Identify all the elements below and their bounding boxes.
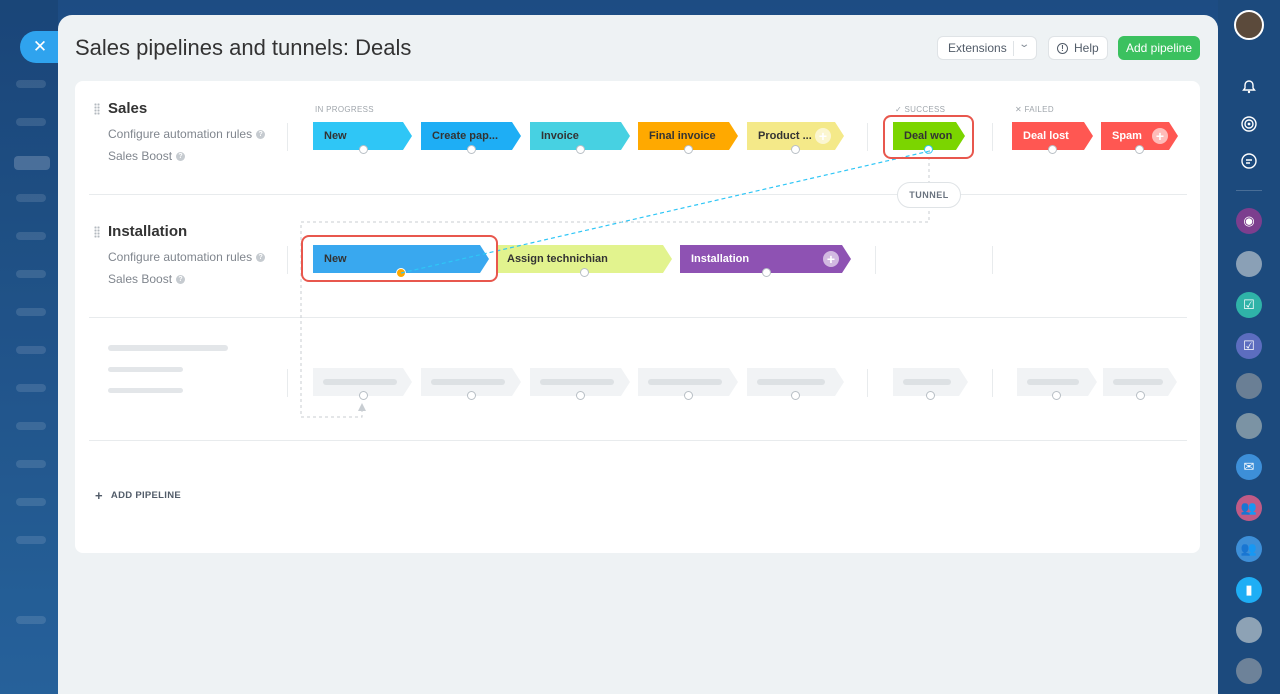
connection-dot[interactable] [359,145,368,154]
help-icon[interactable]: ? [176,151,186,161]
extensions-button[interactable]: Extensions ⌄ [937,36,1037,60]
cross-icon: ✕ [1015,105,1025,114]
group-icon[interactable]: 👥 [1236,495,1262,521]
chevron-down-icon: ⌄ [1018,39,1031,50]
add-stage-icon[interactable]: + [1152,128,1168,144]
row-divider [89,440,1187,441]
row-divider [89,317,1187,318]
help-button[interactable]: ! Help [1048,36,1108,60]
help-icon[interactable]: ? [256,252,266,262]
task-icon[interactable]: ☑ [1236,292,1262,318]
configure-automation-link[interactable]: Configure automation rules? [108,127,266,141]
fingerprint-icon[interactable]: ◉ [1236,208,1262,234]
help-icon[interactable]: ? [256,129,266,139]
background-left-menu [0,0,58,694]
connection-dot[interactable] [580,268,589,277]
group-icon[interactable]: 👥 [1236,536,1262,562]
connection-dot[interactable] [1135,145,1144,154]
drag-handle-icon[interactable] [94,103,100,115]
user-avatar[interactable] [1234,10,1264,40]
connection-dot[interactable] [467,145,476,154]
add-stage-icon[interactable]: + [815,128,831,144]
failed-group-label: ✕ FAILED [1015,105,1054,114]
drag-handle-icon[interactable] [94,226,100,238]
highlight-new-installation [301,235,498,282]
configure-automation-link[interactable]: Configure automation rules? [108,250,266,264]
connection-dot[interactable] [576,145,585,154]
plus-icon: + [95,488,103,503]
page-title: Sales pipelines and tunnels: Deals [75,35,412,60]
add-pipeline-header-button[interactable]: Add pipeline [1118,36,1200,60]
contact-avatar[interactable] [1236,617,1262,643]
success-group-label: ✓ SUCCESS [895,105,946,114]
pipelines-card: IN PROGRESS ✓ SUCCESS ✕ FAILED Sales Con… [75,81,1200,553]
pulse-icon[interactable] [1236,111,1262,137]
add-pipeline-link[interactable]: + ADD PIPELINE [95,488,182,503]
contact-avatar[interactable] [1236,251,1262,277]
row-divider [89,194,1187,195]
sales-boost-link[interactable]: Sales Boost? [108,149,186,163]
check-icon: ✓ [895,105,905,114]
tunnel-badge[interactable]: TUNNEL [897,182,961,208]
add-pipeline-label: Add pipeline [1125,41,1193,55]
connection-dot[interactable] [684,145,693,154]
close-slider-button[interactable]: ✕ [20,31,60,63]
help-label: Help [1074,41,1099,55]
chat-icon[interactable] [1236,148,1262,174]
bell-icon[interactable] [1236,74,1262,100]
arrow-up-icon [358,403,366,411]
stage-invoice[interactable]: Invoice [530,122,630,150]
sales-boost-link[interactable]: Sales Boost? [108,272,186,286]
help-icon[interactable]: ? [176,274,186,284]
pipelines-slider-panel: Sales pipelines and tunnels: Deals Exten… [58,15,1218,694]
mail-icon[interactable]: ✉ [1236,454,1262,480]
checklist-icon[interactable]: ☑ [1236,333,1262,359]
right-sidebar: ◉ ☑ ☑ ✉ 👥 👥 ▮ [1218,0,1280,694]
connection-dot[interactable] [762,268,771,277]
pipeline-name-sales[interactable]: Sales [108,100,148,117]
bookmark-icon[interactable]: ▮ [1236,577,1262,603]
connection-dot[interactable] [791,145,800,154]
in-progress-group-label: IN PROGRESS [315,105,374,114]
add-stage-icon[interactable]: + [823,251,839,267]
pipeline-name-installation[interactable]: Installation [108,223,188,240]
info-icon: ! [1057,42,1068,54]
contact-avatar[interactable] [1236,658,1262,684]
highlight-deal-won [883,115,974,159]
connection-dot[interactable] [1048,145,1057,154]
contact-avatar[interactable] [1236,373,1262,399]
close-icon: ✕ [32,37,48,56]
contact-avatar[interactable] [1236,413,1262,439]
extensions-label: Extensions [948,41,1007,55]
